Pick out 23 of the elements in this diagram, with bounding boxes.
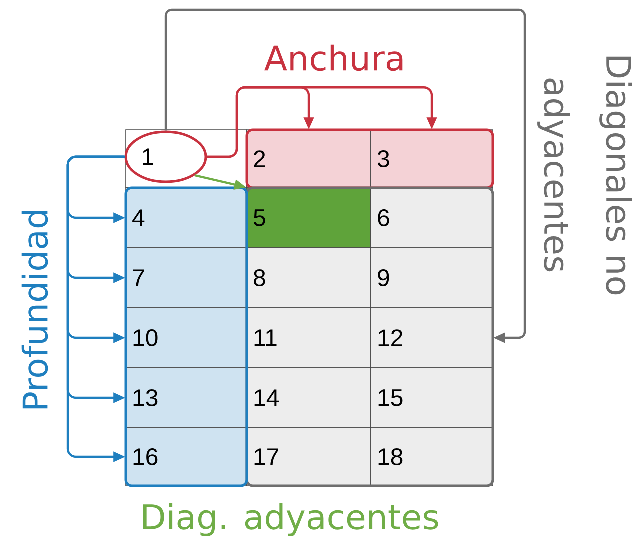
table-cell: 12 xyxy=(370,308,494,368)
table-cell: 2 xyxy=(246,130,372,188)
table-cell: 11 xyxy=(246,308,372,368)
axis-label: Anchura xyxy=(264,44,403,72)
table-cell: 13 xyxy=(126,368,248,428)
table-cell: 3 xyxy=(370,130,494,188)
table-cell: 5 xyxy=(246,188,372,248)
axis-label: Diagonales no adyacentes xyxy=(538,56,632,295)
axis-label: Profundidad xyxy=(22,211,48,409)
table-cell: 15 xyxy=(370,368,494,428)
axis-label: Diag. adyacentes xyxy=(143,504,438,536)
arrow xyxy=(207,86,438,158)
table-cell: 16 xyxy=(126,428,248,486)
table-cell: 14 xyxy=(246,368,372,428)
table-cell: 9 xyxy=(370,248,494,308)
table-cell: 17 xyxy=(246,428,372,486)
table-cell: 6 xyxy=(370,188,494,248)
table-cell: 18 xyxy=(370,428,494,486)
table-cell: 10 xyxy=(126,308,248,368)
arrow xyxy=(164,8,526,344)
table-cell: 7 xyxy=(126,248,248,308)
table-cell: 8 xyxy=(246,248,372,308)
table-cell: 4 xyxy=(126,188,248,248)
